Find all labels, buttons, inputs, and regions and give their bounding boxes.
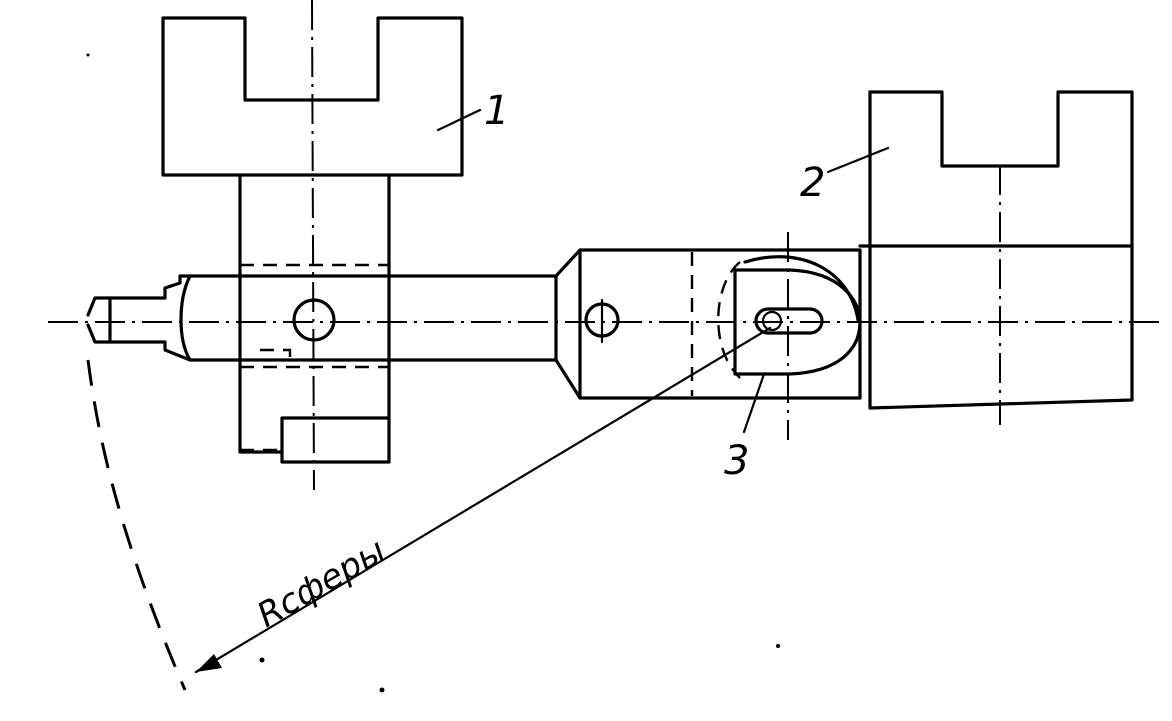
leader-part-3 bbox=[742, 372, 766, 434]
label-part-2: 2 bbox=[800, 160, 825, 206]
label-part-3: 3 bbox=[724, 438, 749, 484]
leader-part-2 bbox=[826, 146, 890, 174]
leader-part-1 bbox=[436, 108, 482, 132]
label-part-1: 1 bbox=[484, 88, 509, 134]
shaft bbox=[48, 248, 1160, 400]
label-sphere-radius: Rсферы bbox=[251, 531, 393, 636]
part-3-joint bbox=[717, 232, 862, 440]
part-2-block bbox=[858, 90, 1134, 425]
arrowhead-icon bbox=[196, 654, 222, 672]
sphere-radius bbox=[86, 326, 772, 691]
paper-specks bbox=[86, 53, 780, 693]
part-1-bracket bbox=[161, 0, 464, 491]
